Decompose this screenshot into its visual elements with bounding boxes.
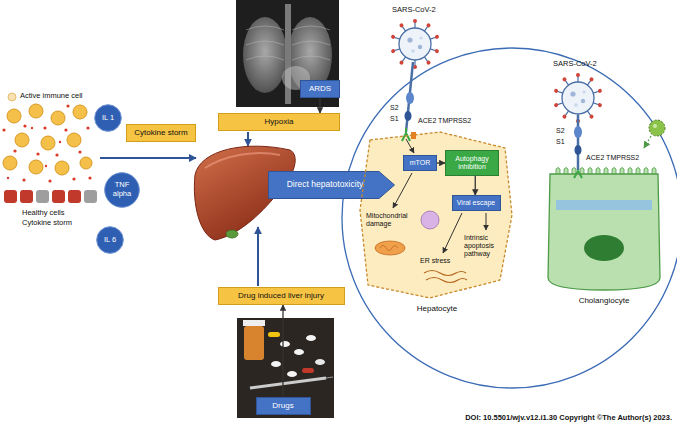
drugs-photo bbox=[237, 318, 334, 418]
copyright-caption: DOI: 10.5501/wjv.v12.i1.30 Copyright ©Th… bbox=[465, 414, 672, 423]
node-text: Cytokine storm bbox=[134, 128, 187, 137]
figure-label: ER stress bbox=[420, 257, 450, 265]
cell-membrane bbox=[548, 174, 660, 290]
healthy-cells bbox=[4, 190, 97, 203]
cytokine-circle: IL 1 bbox=[94, 104, 122, 132]
drug-injury-arrow bbox=[257, 227, 259, 286]
figure-label: S1 bbox=[390, 115, 399, 123]
figure-label: ACE2 TMPRSS2 bbox=[586, 154, 639, 162]
cause-box: Cytokine storm bbox=[126, 124, 196, 142]
node-text: IL 1 bbox=[102, 114, 114, 123]
rect-shape bbox=[127, 125, 196, 142]
cell-membrane bbox=[540, 150, 668, 310]
figure-label: S2 bbox=[556, 127, 565, 135]
cholangiocyte-illustration bbox=[548, 168, 660, 291]
node-text: Hypoxia bbox=[265, 117, 294, 126]
rect-shape bbox=[452, 196, 500, 211]
node-text: Autophagy inhibition bbox=[450, 155, 494, 171]
xray-image bbox=[236, 0, 339, 107]
node-text: Viral escape bbox=[457, 199, 495, 207]
cell-name: Cholangiocyte bbox=[540, 296, 668, 305]
virus-cholangiocyte bbox=[554, 73, 603, 178]
cause-box: Hypoxia bbox=[218, 113, 340, 131]
node-text: Direct hepatotoxicity bbox=[287, 180, 364, 190]
rect-shape bbox=[218, 288, 344, 305]
node-text: ARDS bbox=[309, 84, 331, 93]
zoom-circle bbox=[342, 48, 677, 388]
cell-outline: Cholangiocyte bbox=[540, 150, 668, 310]
rect-shape bbox=[219, 114, 340, 131]
figure-label: Cytokine storm bbox=[22, 219, 72, 228]
cause-box: Drug induced liver injury bbox=[218, 287, 345, 305]
figure-label: Intrinsic apoptosis pathway bbox=[464, 234, 500, 258]
ellipse-shape bbox=[95, 105, 122, 132]
image-tag: Drugs bbox=[256, 397, 311, 415]
figure-label: S1 bbox=[556, 138, 565, 146]
node-text: Drug induced liver injury bbox=[238, 291, 324, 300]
cytokine-circle: TNF alpha bbox=[104, 172, 140, 208]
rect-shape bbox=[446, 151, 499, 176]
hypoxia-arrow bbox=[247, 132, 249, 146]
immune-cells bbox=[2, 93, 92, 183]
rect-shape bbox=[256, 398, 310, 415]
figure-label: SARS-CoV-2 bbox=[392, 6, 436, 15]
rect-shape bbox=[301, 81, 340, 98]
arrow-shape bbox=[268, 172, 394, 199]
node-text: TNF alpha bbox=[110, 181, 134, 198]
hepatocyte-illustration bbox=[360, 132, 512, 298]
process-box: mTOR bbox=[403, 155, 437, 171]
image-tag: ARDS bbox=[300, 80, 340, 98]
cell-membrane bbox=[360, 132, 512, 298]
ellipse-shape bbox=[97, 227, 124, 254]
green-virus bbox=[644, 120, 665, 148]
figure-label: SARS-CoV-2 bbox=[553, 60, 597, 69]
rect-shape bbox=[404, 156, 437, 171]
node-text: mTOR bbox=[410, 159, 430, 167]
ellipse-shape bbox=[105, 173, 140, 208]
block-arrow: Direct hepatotoxicity bbox=[268, 171, 395, 199]
connector-arrow bbox=[437, 162, 445, 163]
cell-name: Hepatocyte bbox=[358, 304, 516, 313]
connector-arrow bbox=[319, 98, 320, 113]
figure-label: Healthy cells bbox=[22, 209, 65, 218]
cytokine-arrow bbox=[100, 157, 196, 159]
node-text: Drugs bbox=[272, 401, 293, 410]
process-box: Autophagy inhibition bbox=[445, 150, 499, 176]
figure-label: Mitochondrial damage bbox=[366, 212, 418, 228]
figure-label: Active immune cell bbox=[20, 92, 83, 101]
figure-label: ACE2 TMPRSS2 bbox=[418, 117, 471, 125]
cytokine-circle: IL 6 bbox=[96, 226, 124, 254]
figure-label: S2 bbox=[390, 104, 399, 112]
process-box: Viral escape bbox=[452, 195, 501, 211]
node-text: IL 6 bbox=[104, 236, 116, 245]
connector-arrow bbox=[475, 176, 476, 195]
connector-arrow bbox=[282, 305, 283, 397]
